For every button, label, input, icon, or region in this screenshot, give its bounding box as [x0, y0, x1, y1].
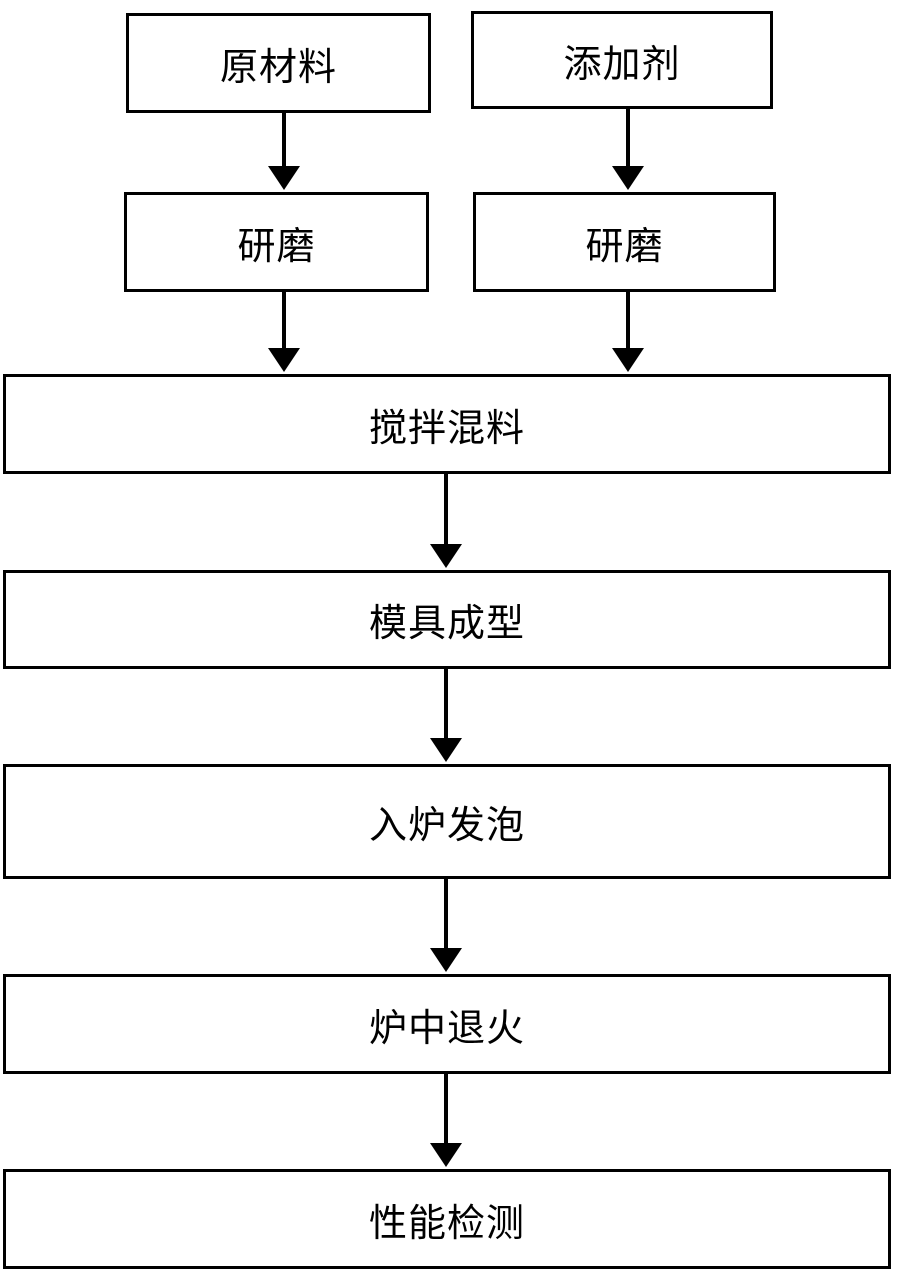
molding-label: 模具成型 — [368, 601, 525, 645]
raw-material-box: 原材料 — [126, 13, 431, 113]
grind-right-box: 研磨 — [473, 192, 776, 292]
mixing-label: 搅拌混料 — [368, 405, 525, 450]
grind-left-label: 研磨 — [237, 223, 316, 268]
annealing-box: 炉中退火 — [3, 974, 891, 1074]
raw-material-label: 原材料 — [219, 44, 337, 89]
grind-left-box: 研磨 — [124, 192, 429, 292]
additive-box: 添加剂 — [471, 11, 773, 109]
foaming-label: 入炉发泡 — [368, 803, 525, 847]
annealing-label: 炉中退火 — [368, 1005, 525, 1050]
grind-right-label: 研磨 — [585, 223, 664, 268]
foaming-box: 入炉发泡 — [3, 764, 891, 879]
testing-box: 性能检测 — [3, 1169, 891, 1269]
mixing-box: 搅拌混料 — [3, 374, 891, 474]
additive-label: 添加剂 — [563, 41, 681, 86]
testing-label: 性能检测 — [368, 1200, 525, 1245]
molding-box: 模具成型 — [3, 570, 891, 669]
